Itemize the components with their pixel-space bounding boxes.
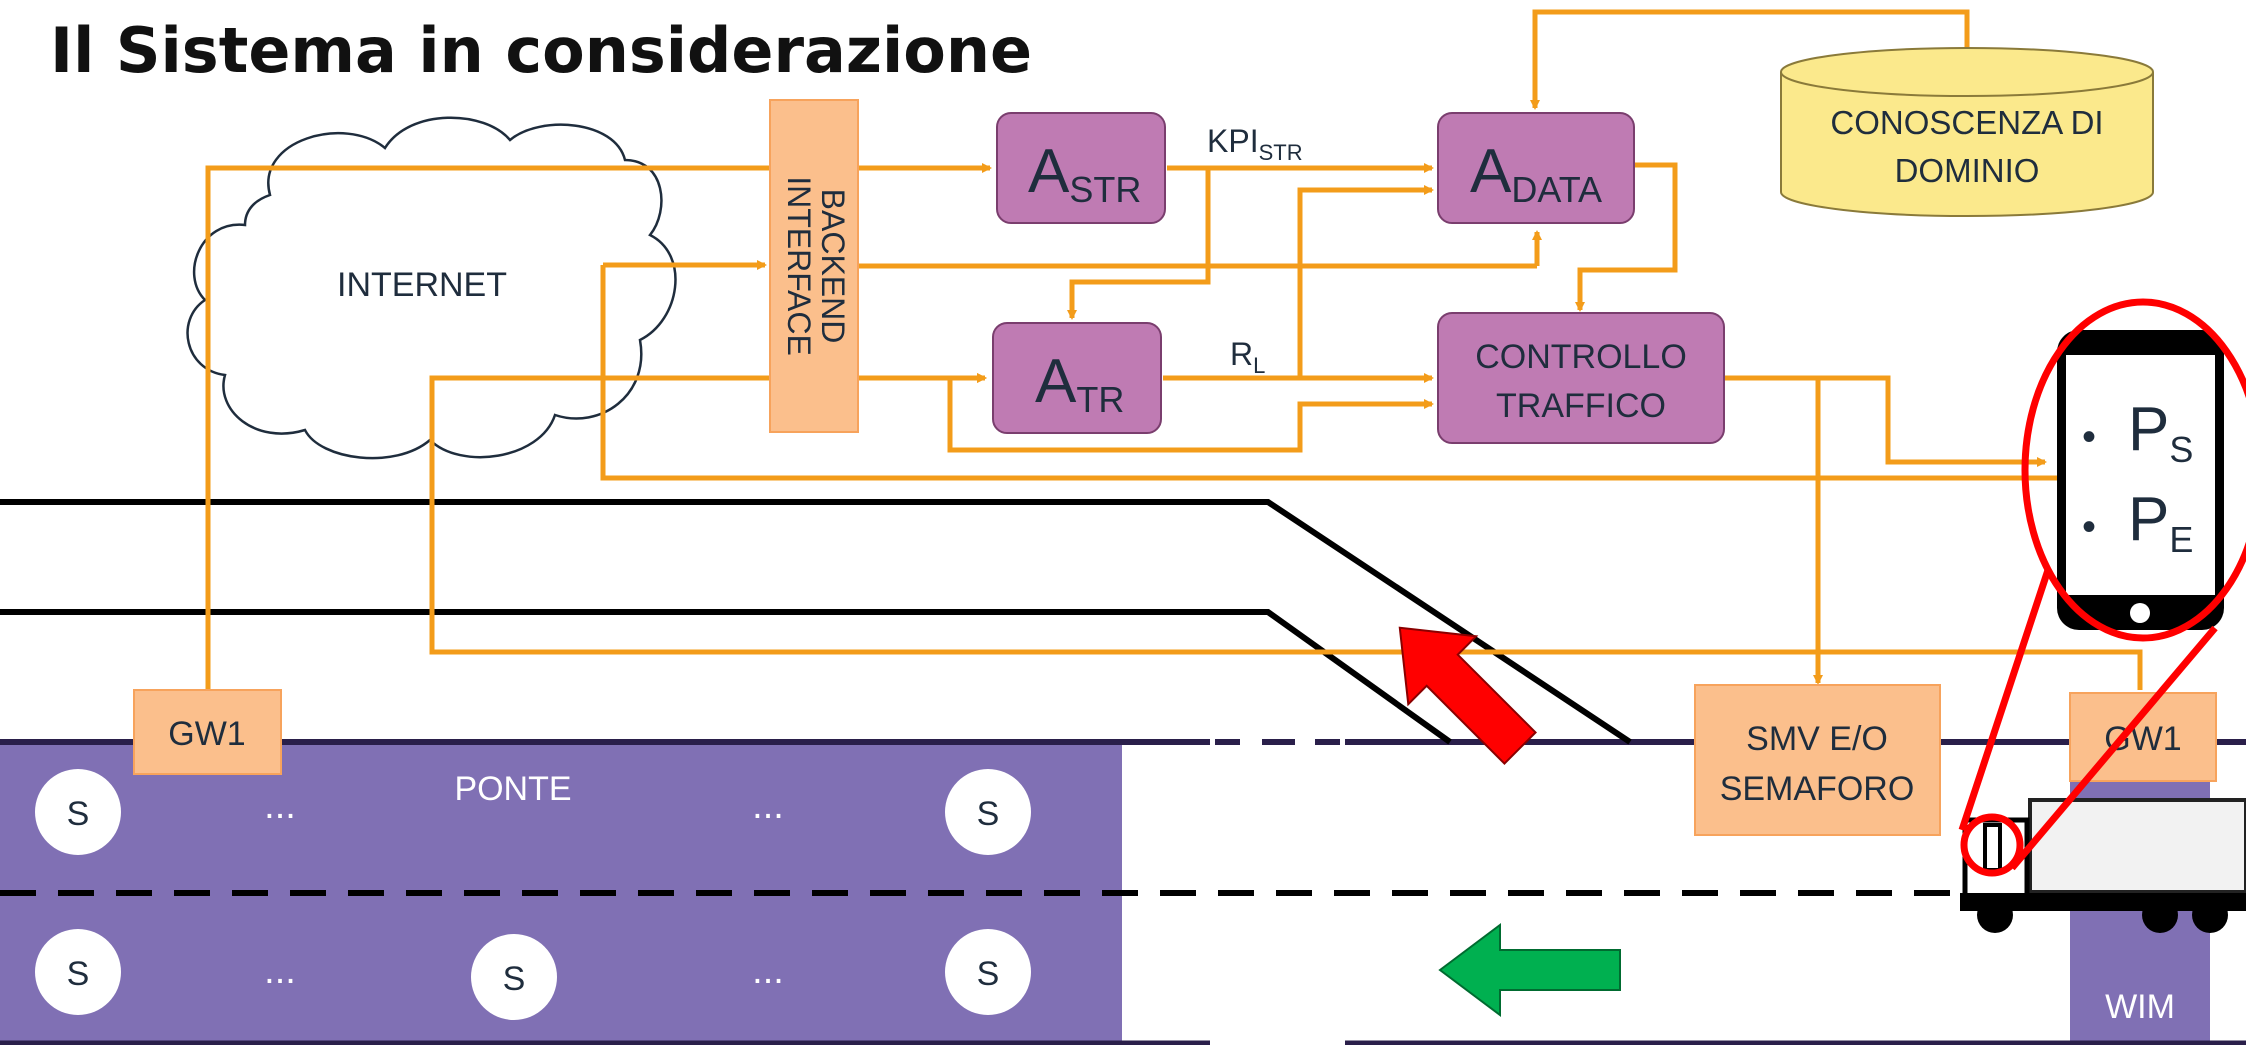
cloud-label: INTERNET — [337, 266, 507, 304]
smv-line1: SMV E/O — [1746, 720, 1888, 758]
a-data-label: ADATA — [1470, 137, 1602, 210]
svg-text:S: S — [977, 795, 1000, 833]
svg-text:S: S — [503, 960, 526, 998]
phone-ps-label: • PS — [2082, 395, 2193, 470]
red-arrow — [1398, 626, 1537, 765]
svg-text:INTERFACE: INTERFACE — [781, 176, 817, 356]
ramp-line-lower — [0, 609, 1452, 745]
conoscenza-cylinder — [1780, 47, 2154, 217]
smartphone-icon — [2057, 330, 2224, 630]
sensor — [945, 929, 1031, 1015]
ramp-line-upper — [0, 499, 1632, 745]
kpi-str-label: KPISTR — [1207, 123, 1303, 165]
svg-text:...: ... — [264, 950, 296, 992]
controllo-line1: CONTROLLO — [1475, 338, 1687, 376]
sensor — [945, 769, 1031, 855]
internet-cloud — [186, 116, 677, 460]
svg-text:...: ... — [752, 785, 784, 827]
truck-icon — [1960, 798, 2246, 933]
conoscenza-line2: DOMINIO — [1895, 152, 2040, 189]
svg-text:...: ... — [264, 785, 296, 827]
controllo-traffico-box — [1437, 312, 1725, 444]
svg-text:...: ... — [752, 950, 784, 992]
highlight-overlay — [1958, 298, 2246, 877]
a-str-box — [996, 112, 1166, 224]
sensor-group: S S S S S — [35, 769, 1031, 1020]
a-tr-label: ATR — [1035, 347, 1124, 420]
sensor — [35, 769, 121, 855]
smv-semaforo-box — [1694, 684, 1941, 836]
smv-line2: SEMAFORO — [1720, 770, 1915, 808]
svg-text:S: S — [67, 795, 90, 833]
a-tr-box — [992, 322, 1162, 434]
phone-pe-label: • PE — [2082, 485, 2193, 560]
sensor — [471, 934, 557, 1020]
svg-text:S: S — [67, 955, 90, 993]
ponte-label: PONTE — [454, 770, 571, 808]
green-arrow — [1438, 923, 1621, 1017]
svg-text:S: S — [977, 955, 1000, 993]
backend-interface-label: BACKEND INTERFACE — [781, 176, 851, 356]
wim-label: WIM — [2105, 988, 2175, 1026]
sensor — [35, 929, 121, 1015]
page-title: Il Sistema in considerazione — [50, 14, 1032, 87]
svg-text:BACKEND: BACKEND — [815, 189, 851, 344]
ellipsis-group: ... ... ... ... — [264, 785, 784, 992]
conoscenza-line1: CONOSCENZA DI — [1830, 104, 2103, 141]
gw1-left-box — [133, 689, 282, 775]
connectors — [205, 9, 2143, 690]
a-str-label: ASTR — [1028, 137, 1141, 210]
a-data-box — [1437, 112, 1635, 224]
backend-interface-box — [769, 99, 859, 433]
gw1-left-label: GW1 — [168, 715, 245, 753]
rl-label: RL — [1230, 336, 1265, 378]
gw1-right-label: GW1 — [2104, 720, 2181, 758]
controllo-line2: TRAFFICO — [1496, 387, 1666, 425]
